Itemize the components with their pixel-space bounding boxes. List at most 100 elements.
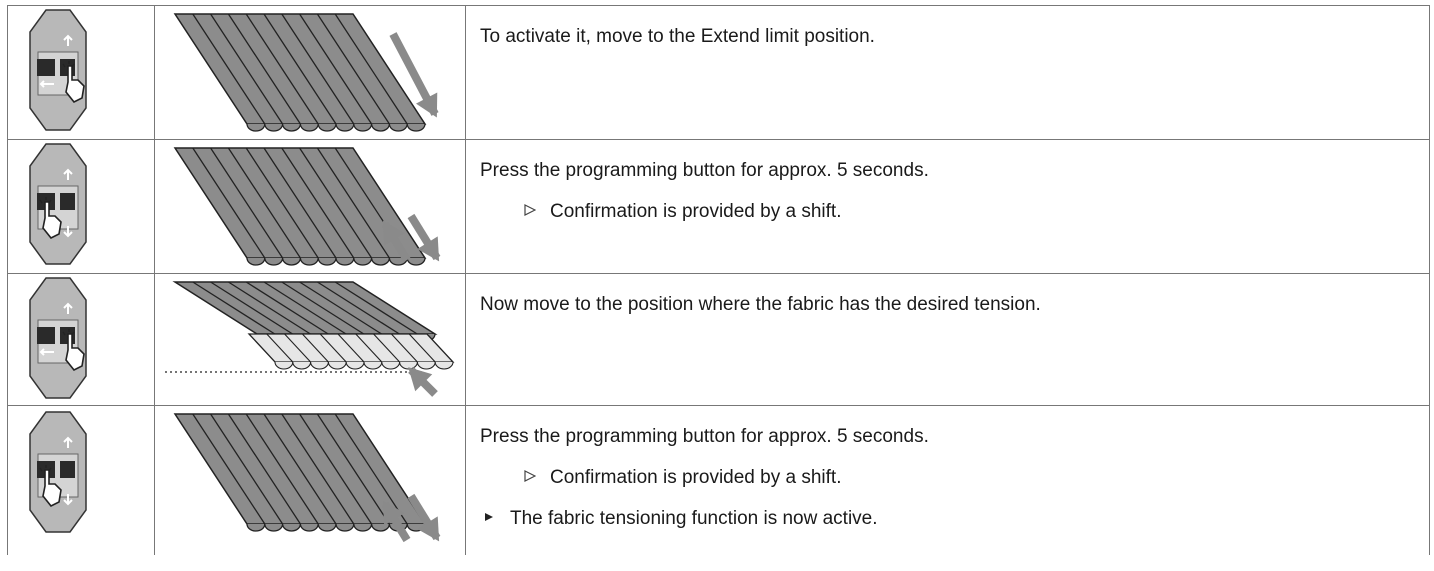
fabric-seam <box>334 13 408 125</box>
fabric-seam <box>245 413 319 525</box>
step-row-2: Press the programming button for approx.… <box>7 139 1430 274</box>
fabric-scallop <box>370 123 391 132</box>
fabric-seam <box>192 147 266 259</box>
text-cell: Press the programming button for approx.… <box>465 405 1430 555</box>
fabric-scallop <box>299 257 319 266</box>
fabric-seam <box>227 13 301 125</box>
fabric-seam <box>334 413 408 525</box>
step-instruction: Now move to the position where the fabri… <box>480 294 1041 315</box>
fabric-scallop <box>310 361 329 370</box>
fabric-seam <box>373 333 401 363</box>
arrow-up-icon <box>408 367 438 397</box>
fabric-scallop <box>353 123 373 132</box>
final-result-text: The fabric tensioning function is now ac… <box>510 508 878 529</box>
triangle-outline-icon <box>524 204 536 216</box>
final-result-line: The fabric tensioning function is now ac… <box>480 507 1417 531</box>
fabric-seam <box>281 13 355 125</box>
text-cell: To activate it, move to the Extend limit… <box>465 5 1430 140</box>
instruction-text: Press the programming button for approx.… <box>480 426 929 447</box>
fabric-scallop <box>335 523 355 532</box>
step-row-3: Now move to the position where the fabri… <box>7 273 1430 406</box>
result-text: Confirmation is provided by a shift. <box>550 201 842 222</box>
step-instruction: Press the programming button for approx.… <box>466 140 1429 224</box>
fabric-scallop <box>264 523 284 532</box>
instruction-table: To activate it, move to the Extend limit… <box>7 5 1430 555</box>
result-text: Confirmation is provided by a shift. <box>550 467 842 488</box>
fabric-scallop <box>317 123 337 132</box>
awning-cell <box>154 5 466 140</box>
fabric-seam <box>263 281 347 335</box>
triangle-filled-icon <box>485 513 493 521</box>
step-instruction: Press the programming button for approx.… <box>466 406 1429 531</box>
arrow-down-icon <box>407 213 441 262</box>
arrow-down-icon <box>389 32 439 118</box>
awning-cell <box>154 405 466 555</box>
fabric-seam <box>337 333 365 363</box>
fabric-seam <box>210 13 284 125</box>
fabric-seam <box>319 333 347 363</box>
fabric-seam <box>301 333 329 363</box>
fabric-scallop <box>381 361 401 370</box>
triangle-outline-icon <box>524 470 536 482</box>
result-line: Confirmation is provided by a shift. <box>480 200 1417 224</box>
fabric-seam <box>316 413 390 525</box>
fabric-scallop <box>327 361 347 370</box>
fabric-seam <box>192 281 276 335</box>
fabric-seam <box>299 413 373 525</box>
fabric-seam <box>355 333 383 363</box>
fabric-scallop <box>246 123 266 132</box>
arrow-up-icon <box>381 500 411 543</box>
fabric-scallop <box>264 257 284 266</box>
fabric-scallop <box>281 123 302 132</box>
fabric-scallop <box>317 523 337 532</box>
fabric-seam <box>210 147 284 259</box>
fabric-seam <box>317 281 400 335</box>
fabric-scallop <box>399 361 418 370</box>
fabric-scallop <box>406 123 426 132</box>
fabric-seam <box>281 413 355 525</box>
fabric-scallop <box>353 257 373 266</box>
fabric-scallop <box>388 123 408 132</box>
fabric-seam <box>263 147 337 259</box>
remote-right-press-icon <box>29 277 87 399</box>
instruction-text: Press the programming button for approx.… <box>480 160 929 181</box>
fabric-scallop <box>353 523 373 532</box>
fabric-seam <box>408 333 436 363</box>
fabric-scallop <box>317 257 337 266</box>
fabric-seam <box>281 281 365 335</box>
fabric-scallop <box>335 257 355 266</box>
fabric-seam <box>263 413 337 525</box>
fabric-scallop <box>406 257 426 266</box>
fabric-scallop <box>416 361 436 370</box>
awning-tension-illustration <box>165 281 455 397</box>
fabric-scallop <box>281 257 302 266</box>
fabric-seam <box>390 333 418 363</box>
awning-shift-illustration <box>173 147 441 266</box>
fabric-seam <box>228 281 311 335</box>
fabric-seam <box>210 281 293 335</box>
arrow-up-icon <box>381 220 411 263</box>
remote-cell <box>7 273 155 406</box>
fabric-scallop <box>370 257 391 266</box>
fabric-seam <box>299 281 382 335</box>
fabric-scallop <box>345 361 365 370</box>
awning-cell <box>154 273 466 406</box>
fabric-seam <box>227 147 301 259</box>
step-row-4: Press the programming button for approx.… <box>7 405 1430 555</box>
fabric-seam <box>245 281 329 335</box>
fabric-seam <box>245 13 319 125</box>
remote-left-press-icon <box>29 143 87 265</box>
text-cell: Now move to the position where the fabri… <box>465 273 1430 406</box>
fabric-seam <box>245 147 319 259</box>
remote-left-press-icon <box>29 411 87 533</box>
fabric-seam <box>334 281 418 335</box>
step-row-1: To activate it, move to the Extend limit… <box>7 5 1430 140</box>
fabric-scallop <box>246 257 266 266</box>
fabric-scallop <box>299 523 319 532</box>
fabric-seam <box>192 413 266 525</box>
fabric-seam <box>299 147 373 259</box>
fabric-seam <box>299 13 373 125</box>
fabric-scallop <box>292 361 312 370</box>
remote-cell <box>7 405 155 555</box>
fabric-scallop <box>274 361 294 370</box>
